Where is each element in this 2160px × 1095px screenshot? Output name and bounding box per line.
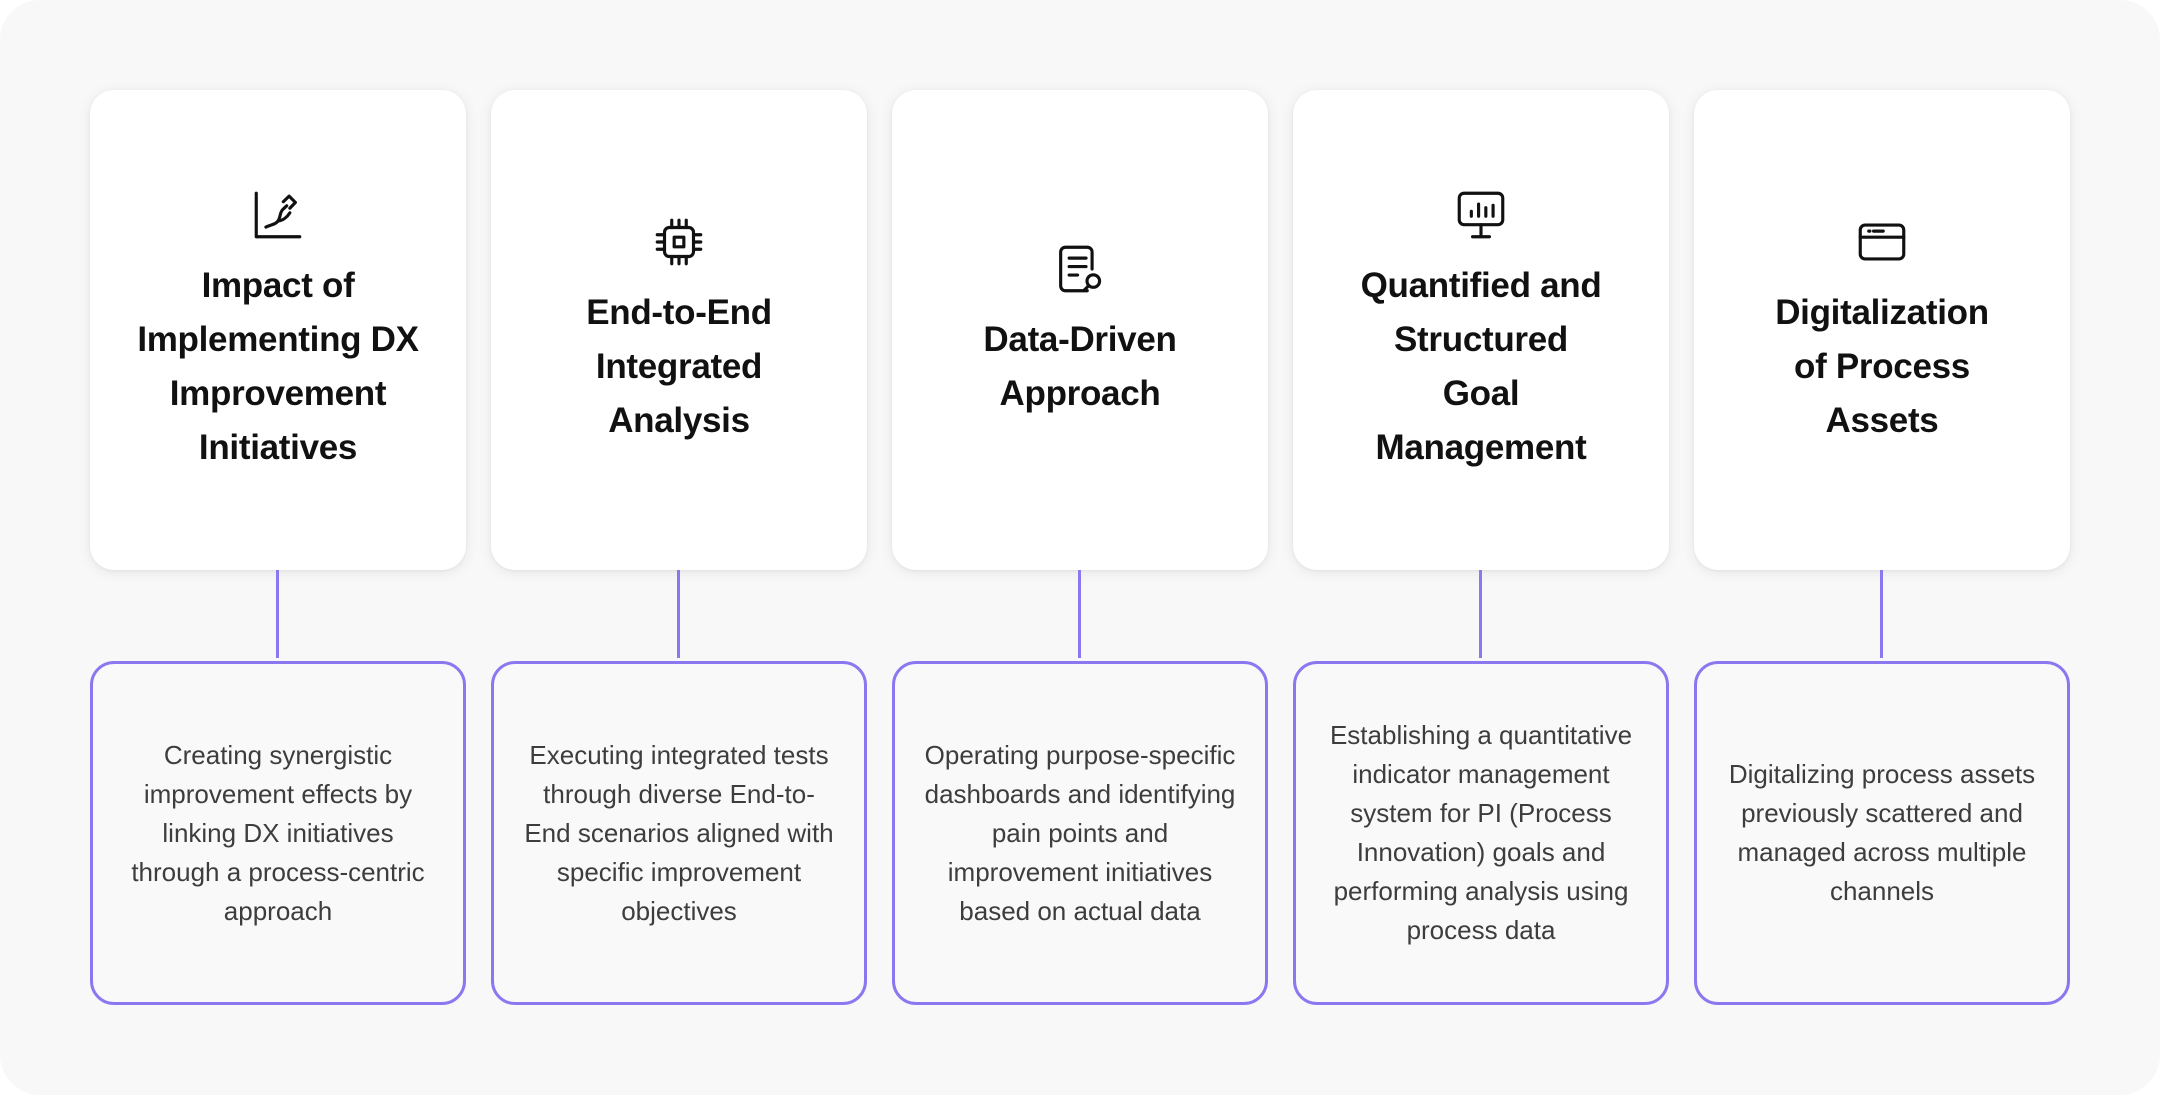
- connector-line: [1479, 570, 1482, 658]
- title-line: Data-Driven: [983, 320, 1177, 359]
- title-line: Quantified and: [1360, 266, 1602, 305]
- card-process-assets: Digitalization of Process Assets: [1694, 90, 2070, 570]
- description-text: Executing integrated tests through diver…: [524, 739, 834, 926]
- title-line: of Process: [1794, 347, 1970, 386]
- title-line: Structured: [1394, 320, 1568, 359]
- column-e2e-analysis: End-to-End Integrated Analysis Executing…: [491, 90, 867, 1005]
- description-box: Digitalizing process assets previously s…: [1694, 661, 2070, 1005]
- connector-line: [276, 570, 279, 658]
- title-line: Digitalization: [1775, 293, 1989, 332]
- monitor-chart-icon: [1451, 185, 1511, 245]
- card-e2e-analysis: End-to-End Integrated Analysis: [491, 90, 867, 570]
- card-goal-management: Quantified and Structured Goal Managemen…: [1293, 90, 1669, 570]
- card-title: Quantified and Structured Goal Managemen…: [1361, 259, 1602, 475]
- description-text: Establishing a quantitative indicator ma…: [1329, 720, 1633, 945]
- connector-line: [1078, 570, 1081, 658]
- card-title: Digitalization of Process Assets: [1775, 286, 1989, 448]
- title-line: Integrated: [595, 347, 763, 386]
- title-line: Assets: [1825, 401, 1939, 440]
- title-line: Goal: [1442, 374, 1520, 413]
- title-line: Implementing DX: [137, 320, 419, 359]
- description-box: Operating purpose-specific dashboards an…: [892, 661, 1268, 1005]
- description-box: Establishing a quantitative indicator ma…: [1293, 661, 1669, 1005]
- card-title: Data-Driven Approach: [983, 313, 1176, 421]
- card-title: End-to-End Integrated Analysis: [586, 286, 772, 448]
- title-line: Impact of: [201, 266, 355, 305]
- title-line: Initiatives: [198, 428, 358, 467]
- column-goal-management: Quantified and Structured Goal Managemen…: [1293, 90, 1669, 1005]
- column-data-driven: Data-Driven Approach Operating purpose-s…: [892, 90, 1268, 1005]
- description-text: Operating purpose-specific dashboards an…: [924, 739, 1236, 926]
- chart-rising-icon: [248, 185, 308, 245]
- column-dx-impact: Impact of Implementing DX Improvement In…: [90, 90, 466, 1005]
- title-line: Improvement: [169, 374, 387, 413]
- columns-row: Impact of Implementing DX Improvement In…: [90, 90, 2070, 1005]
- card-dx-impact: Impact of Implementing DX Improvement In…: [90, 90, 466, 570]
- chip-icon: [649, 212, 709, 272]
- title-line: End-to-End: [586, 293, 772, 332]
- card-data-driven: Data-Driven Approach: [892, 90, 1268, 570]
- title-line: Approach: [999, 374, 1161, 413]
- description-box: Creating synergistic improvement effects…: [90, 661, 466, 1005]
- title-line: Analysis: [608, 401, 750, 440]
- connector-line: [677, 570, 680, 658]
- description-box: Executing integrated tests through diver…: [491, 661, 867, 1005]
- title-line: Management: [1375, 428, 1587, 467]
- description-text: Creating synergistic improvement effects…: [131, 739, 425, 926]
- column-process-assets: Digitalization of Process Assets Digital…: [1694, 90, 2070, 1005]
- connector-line: [1880, 570, 1883, 658]
- card-title: Impact of Implementing DX Improvement In…: [137, 259, 419, 475]
- description-text: Digitalizing process assets previously s…: [1728, 759, 2036, 906]
- credit-card-icon: [1852, 212, 1912, 272]
- document-search-icon: [1050, 239, 1110, 299]
